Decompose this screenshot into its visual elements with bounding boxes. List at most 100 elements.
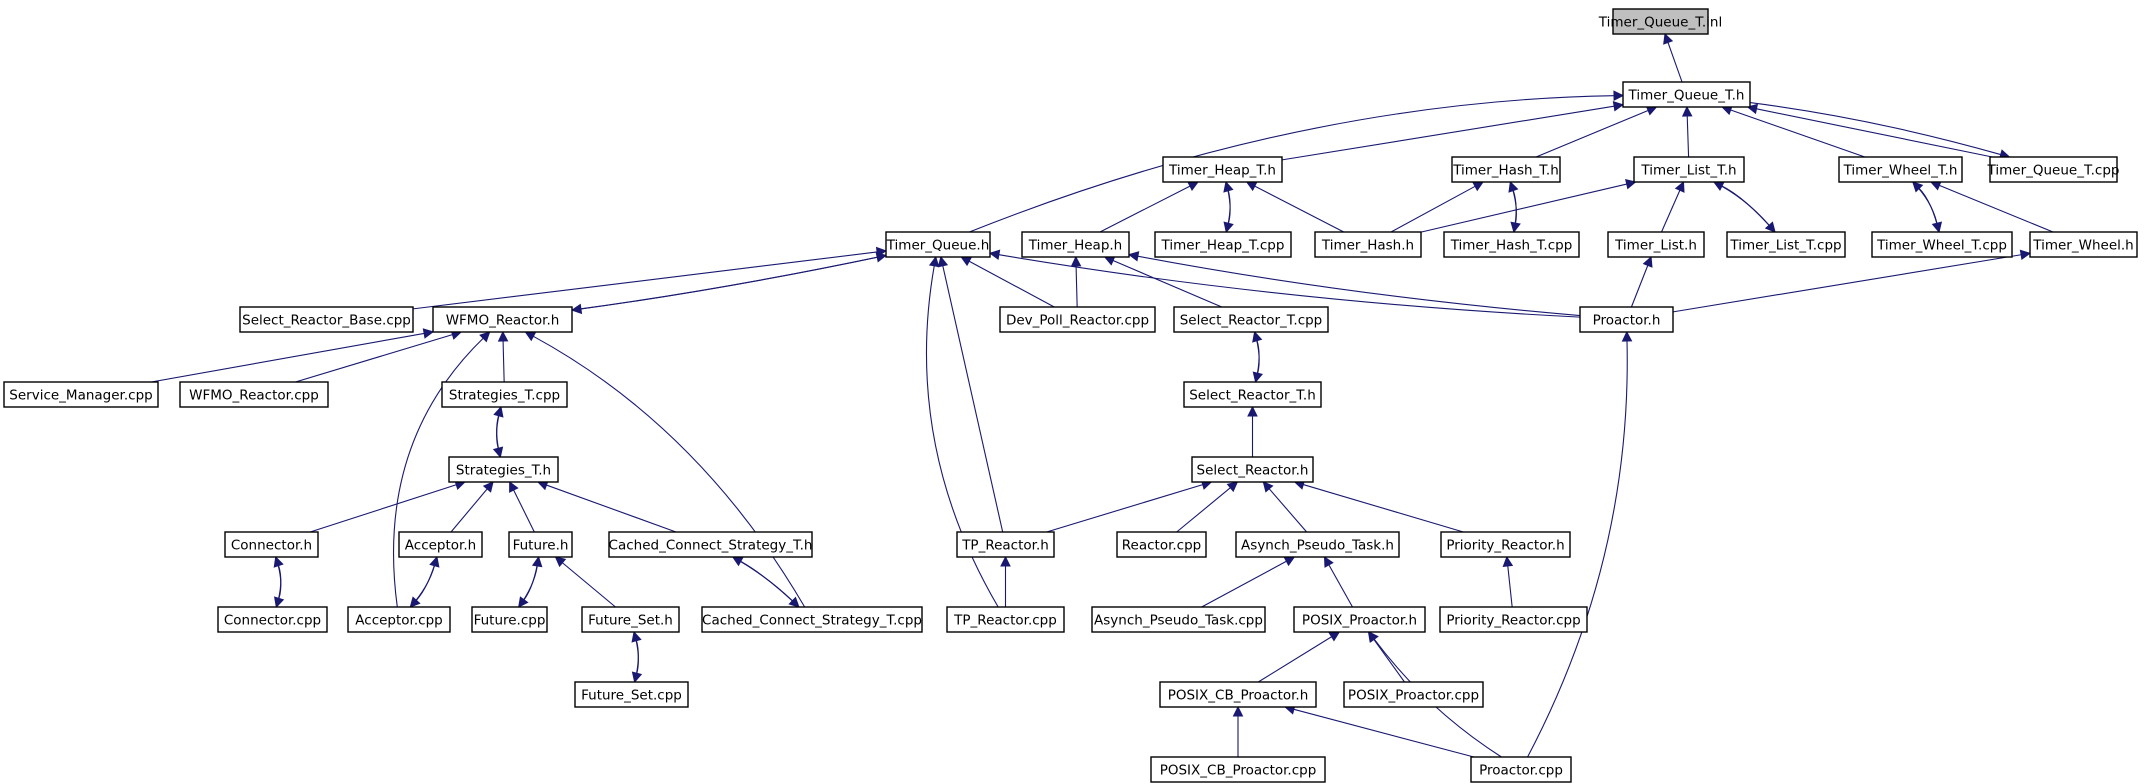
node-posix_cb_proactor_h[interactable]: POSIX_CB_Proactor.h — [1159, 681, 1317, 708]
edge-line — [450, 488, 488, 533]
node-label: Proactor.h — [1593, 313, 1661, 329]
edge-line — [309, 484, 457, 533]
edge-timer_queue_t_cpp-to-timer_queue_t_h — [1746, 103, 1993, 158]
node-label: Asynch_Pseudo_Task.h — [1241, 538, 1394, 554]
node-box — [1154, 231, 1292, 258]
node-connector_h[interactable]: Connector.h — [224, 531, 319, 558]
edge-future_set_h-to-future_h — [554, 556, 616, 608]
node-timer_hash_t_h[interactable]: Timer_Hash_T.h — [1451, 156, 1561, 183]
node-timer_queue_t_cpp[interactable]: Timer_Queue_T.cpp — [1987, 156, 2120, 183]
node-box — [508, 531, 573, 558]
node-box — [1622, 81, 1751, 108]
edge-reactor_cpp-to-select_reactor_h — [1176, 481, 1239, 533]
edge-line — [1137, 255, 1581, 317]
node-cached_connect_strategy_t_cpp[interactable]: Cached_Connect_Strategy_T.cpp — [701, 606, 923, 633]
node-timer_queue_h[interactable]: Timer_Queue.h — [885, 231, 991, 258]
node-label: Priority_Reactor.h — [1446, 538, 1564, 554]
node-label: Timer_List.h — [1614, 238, 1697, 254]
node-select_reactor_h[interactable]: Select_Reactor.h — [1191, 456, 1314, 483]
node-posix_proactor_h[interactable]: POSIX_Proactor.h — [1293, 606, 1426, 633]
node-timer_heap_t_h[interactable]: Timer_Heap_T.h — [1162, 156, 1283, 183]
node-acceptor_h[interactable]: Acceptor.h — [398, 531, 483, 558]
node-box — [1871, 231, 2013, 258]
node-box — [432, 306, 573, 333]
node-label: Timer_Heap_T.h — [1168, 163, 1276, 179]
node-strategies_t_cpp[interactable]: Strategies_T.cpp — [441, 381, 568, 408]
node-label: Future_Set.cpp — [581, 688, 682, 704]
node-posix_cb_proactor_cpp[interactable]: POSIX_CB_Proactor.cpp — [1150, 756, 1326, 783]
node-label: Timer_Heap_T.cpp — [1161, 238, 1285, 254]
edge-line — [1293, 708, 1474, 758]
edges-layer — [151, 32, 2054, 758]
node-cached_connect_strategy_t_h[interactable]: Cached_Connect_Strategy_T.h — [608, 531, 813, 558]
arrowhead-icon — [1245, 181, 1258, 192]
node-label: Timer_Wheel.h — [2032, 238, 2133, 254]
edge-select_reactor_t_cpp-to-timer_heap_h — [1103, 255, 1222, 308]
node-timer_wheel_t_cpp[interactable]: Timer_Wheel_T.cpp — [1871, 231, 2013, 258]
node-timer_queue_t_inl[interactable]: Timer_Queue_T.inl — [1598, 8, 1722, 35]
node-label: Select_Reactor.h — [1197, 463, 1309, 479]
node-timer_list_h[interactable]: Timer_List.h — [1607, 231, 1705, 258]
node-timer_list_t_h[interactable]: Timer_List_T.h — [1633, 156, 1745, 183]
arrowhead-icon — [422, 328, 435, 339]
node-future_cpp[interactable]: Future.cpp — [471, 606, 548, 633]
arrowhead-icon — [554, 556, 567, 568]
node-proactor_cpp[interactable]: Proactor.cpp — [1470, 756, 1572, 783]
node-tp_reactor_h[interactable]: TP_Reactor.h — [956, 531, 1055, 558]
arrowhead-icon — [570, 303, 583, 315]
node-label: Acceptor.cpp — [355, 613, 442, 629]
node-proactor_h[interactable]: Proactor.h — [1579, 306, 1674, 333]
node-timer_hash_h[interactable]: Timer_Hash.h — [1314, 231, 1422, 258]
node-wfmo_reactor_cpp[interactable]: WFMO_Reactor.cpp — [179, 381, 329, 408]
node-acceptor_cpp[interactable]: Acceptor.cpp — [347, 606, 451, 633]
node-label: Select_Reactor_T.cpp — [1180, 313, 1323, 329]
node-priority_reactor_cpp[interactable]: Priority_Reactor.cpp — [1439, 606, 1588, 633]
node-timer_queue_t_h[interactable]: Timer_Queue_T.h — [1622, 81, 1751, 108]
node-strategies_t_h[interactable]: Strategies_T.h — [448, 456, 559, 483]
node-box — [441, 381, 568, 408]
arrowhead-icon — [1663, 32, 1674, 45]
arrowhead-icon — [1764, 221, 1776, 233]
edge-line — [1373, 638, 1405, 683]
node-priority_reactor_h[interactable]: Priority_Reactor.h — [1440, 531, 1571, 558]
node-box — [1173, 306, 1329, 333]
node-posix_proactor_cpp[interactable]: POSIX_Proactor.cpp — [1343, 681, 1484, 708]
node-reactor_cpp[interactable]: Reactor.cpp — [1116, 531, 1207, 558]
node-label: Timer_Queue_T.cpp — [1987, 163, 2120, 179]
edge-line — [1075, 265, 1078, 308]
node-timer_wheel_t_h[interactable]: Timer_Wheel_T.h — [1838, 156, 1963, 183]
node-timer_heap_h[interactable]: Timer_Heap.h — [1021, 231, 1130, 258]
node-asynch_pseudo_task_cpp[interactable]: Asynch_Pseudo_Task.cpp — [1091, 606, 1266, 633]
edge-line — [942, 265, 1004, 533]
edge-proactor_h-to-timer_heap_h — [1127, 251, 1581, 317]
node-timer_hash_t_cpp[interactable]: Timer_Hash_T.cpp — [1443, 231, 1580, 258]
edge-line — [151, 332, 425, 383]
node-service_manager_cpp[interactable]: Service_Manager.cpp — [3, 381, 159, 408]
edge-line — [1939, 184, 2054, 233]
node-label: Select_Reactor_T.h — [1189, 388, 1316, 404]
node-label: POSIX_Proactor.h — [1302, 613, 1417, 629]
node-select_reactor_t_h[interactable]: Select_Reactor_T.h — [1183, 381, 1322, 408]
node-future_h[interactable]: Future.h — [508, 531, 573, 558]
node-connector_cpp[interactable]: Connector.cpp — [217, 606, 328, 633]
edge-timer_list_t_cpp-to-timer_list_t_h — [1712, 181, 1776, 233]
node-label: Timer_Hash.h — [1321, 238, 1414, 254]
edge-line — [1254, 185, 1345, 233]
node-box — [1726, 231, 1846, 258]
node-dev_poll_reactor_cpp[interactable]: Dev_Poll_Reactor.cpp — [999, 306, 1156, 333]
node-future_set_h[interactable]: Future_Set.h — [581, 606, 680, 633]
edge-timer_hash_h-to-timer_hash_t_h — [1390, 181, 1484, 233]
node-future_set_cpp[interactable]: Future_Set.cpp — [574, 681, 689, 708]
node-timer_list_t_cpp[interactable]: Timer_List_T.cpp — [1726, 231, 1846, 258]
node-select_reactor_t_cpp[interactable]: Select_Reactor_T.cpp — [1173, 306, 1329, 333]
node-select_reactor_base_cpp[interactable]: Select_Reactor_Base.cpp — [239, 306, 414, 333]
edge-line — [969, 95, 1615, 233]
node-timer_heap_t_cpp[interactable]: Timer_Heap_T.cpp — [1154, 231, 1292, 258]
edge-line — [1660, 190, 1681, 233]
edge-line — [1112, 260, 1222, 308]
node-tp_reactor_cpp[interactable]: TP_Reactor.cpp — [946, 606, 1065, 633]
node-timer_wheel_h[interactable]: Timer_Wheel.h — [2029, 231, 2138, 258]
node-asynch_pseudo_task_h[interactable]: Asynch_Pseudo_Task.h — [1235, 531, 1400, 558]
node-wfmo_reactor_h[interactable]: WFMO_Reactor.h — [432, 306, 573, 333]
edge-line — [998, 254, 1581, 318]
